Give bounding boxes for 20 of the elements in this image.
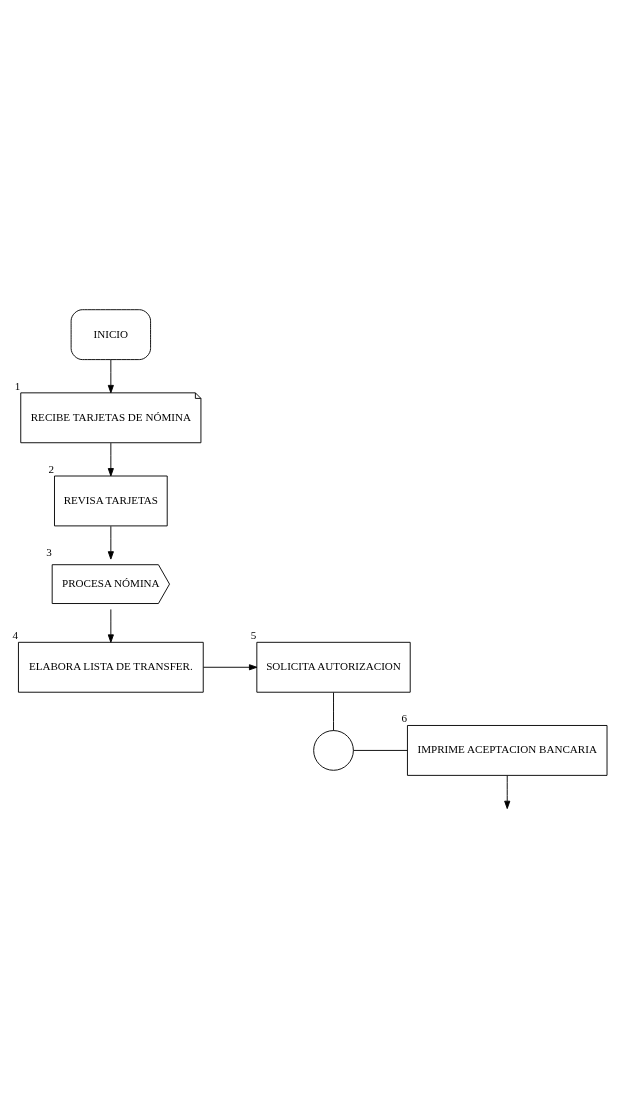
node-label: 1 <box>14 379 21 392</box>
arrow <box>504 774 511 809</box>
node-box: ELABORA LISTA DE TRANSFER. <box>18 641 204 693</box>
node-label: 4 <box>12 628 18 641</box>
node-box: INICIO <box>70 308 152 360</box>
node-circle <box>313 729 354 771</box>
connector <box>353 749 408 751</box>
arrow <box>107 525 114 560</box>
node-label: 2 <box>48 462 55 475</box>
arrow <box>107 359 114 393</box>
arrow <box>107 608 114 643</box>
arrow <box>203 663 258 670</box>
node-box: REVISA TARJETAS <box>54 475 168 526</box>
node-label: 3 <box>46 545 52 558</box>
node-label: 5 <box>250 628 257 641</box>
node-box: SOLICITA AUTORIZACION <box>256 641 411 693</box>
node-label: 6 <box>401 711 407 724</box>
connector <box>333 691 334 731</box>
node-box: IMPRIME ACEPTACION BANCARIA <box>407 724 608 776</box>
arrow <box>107 442 114 476</box>
